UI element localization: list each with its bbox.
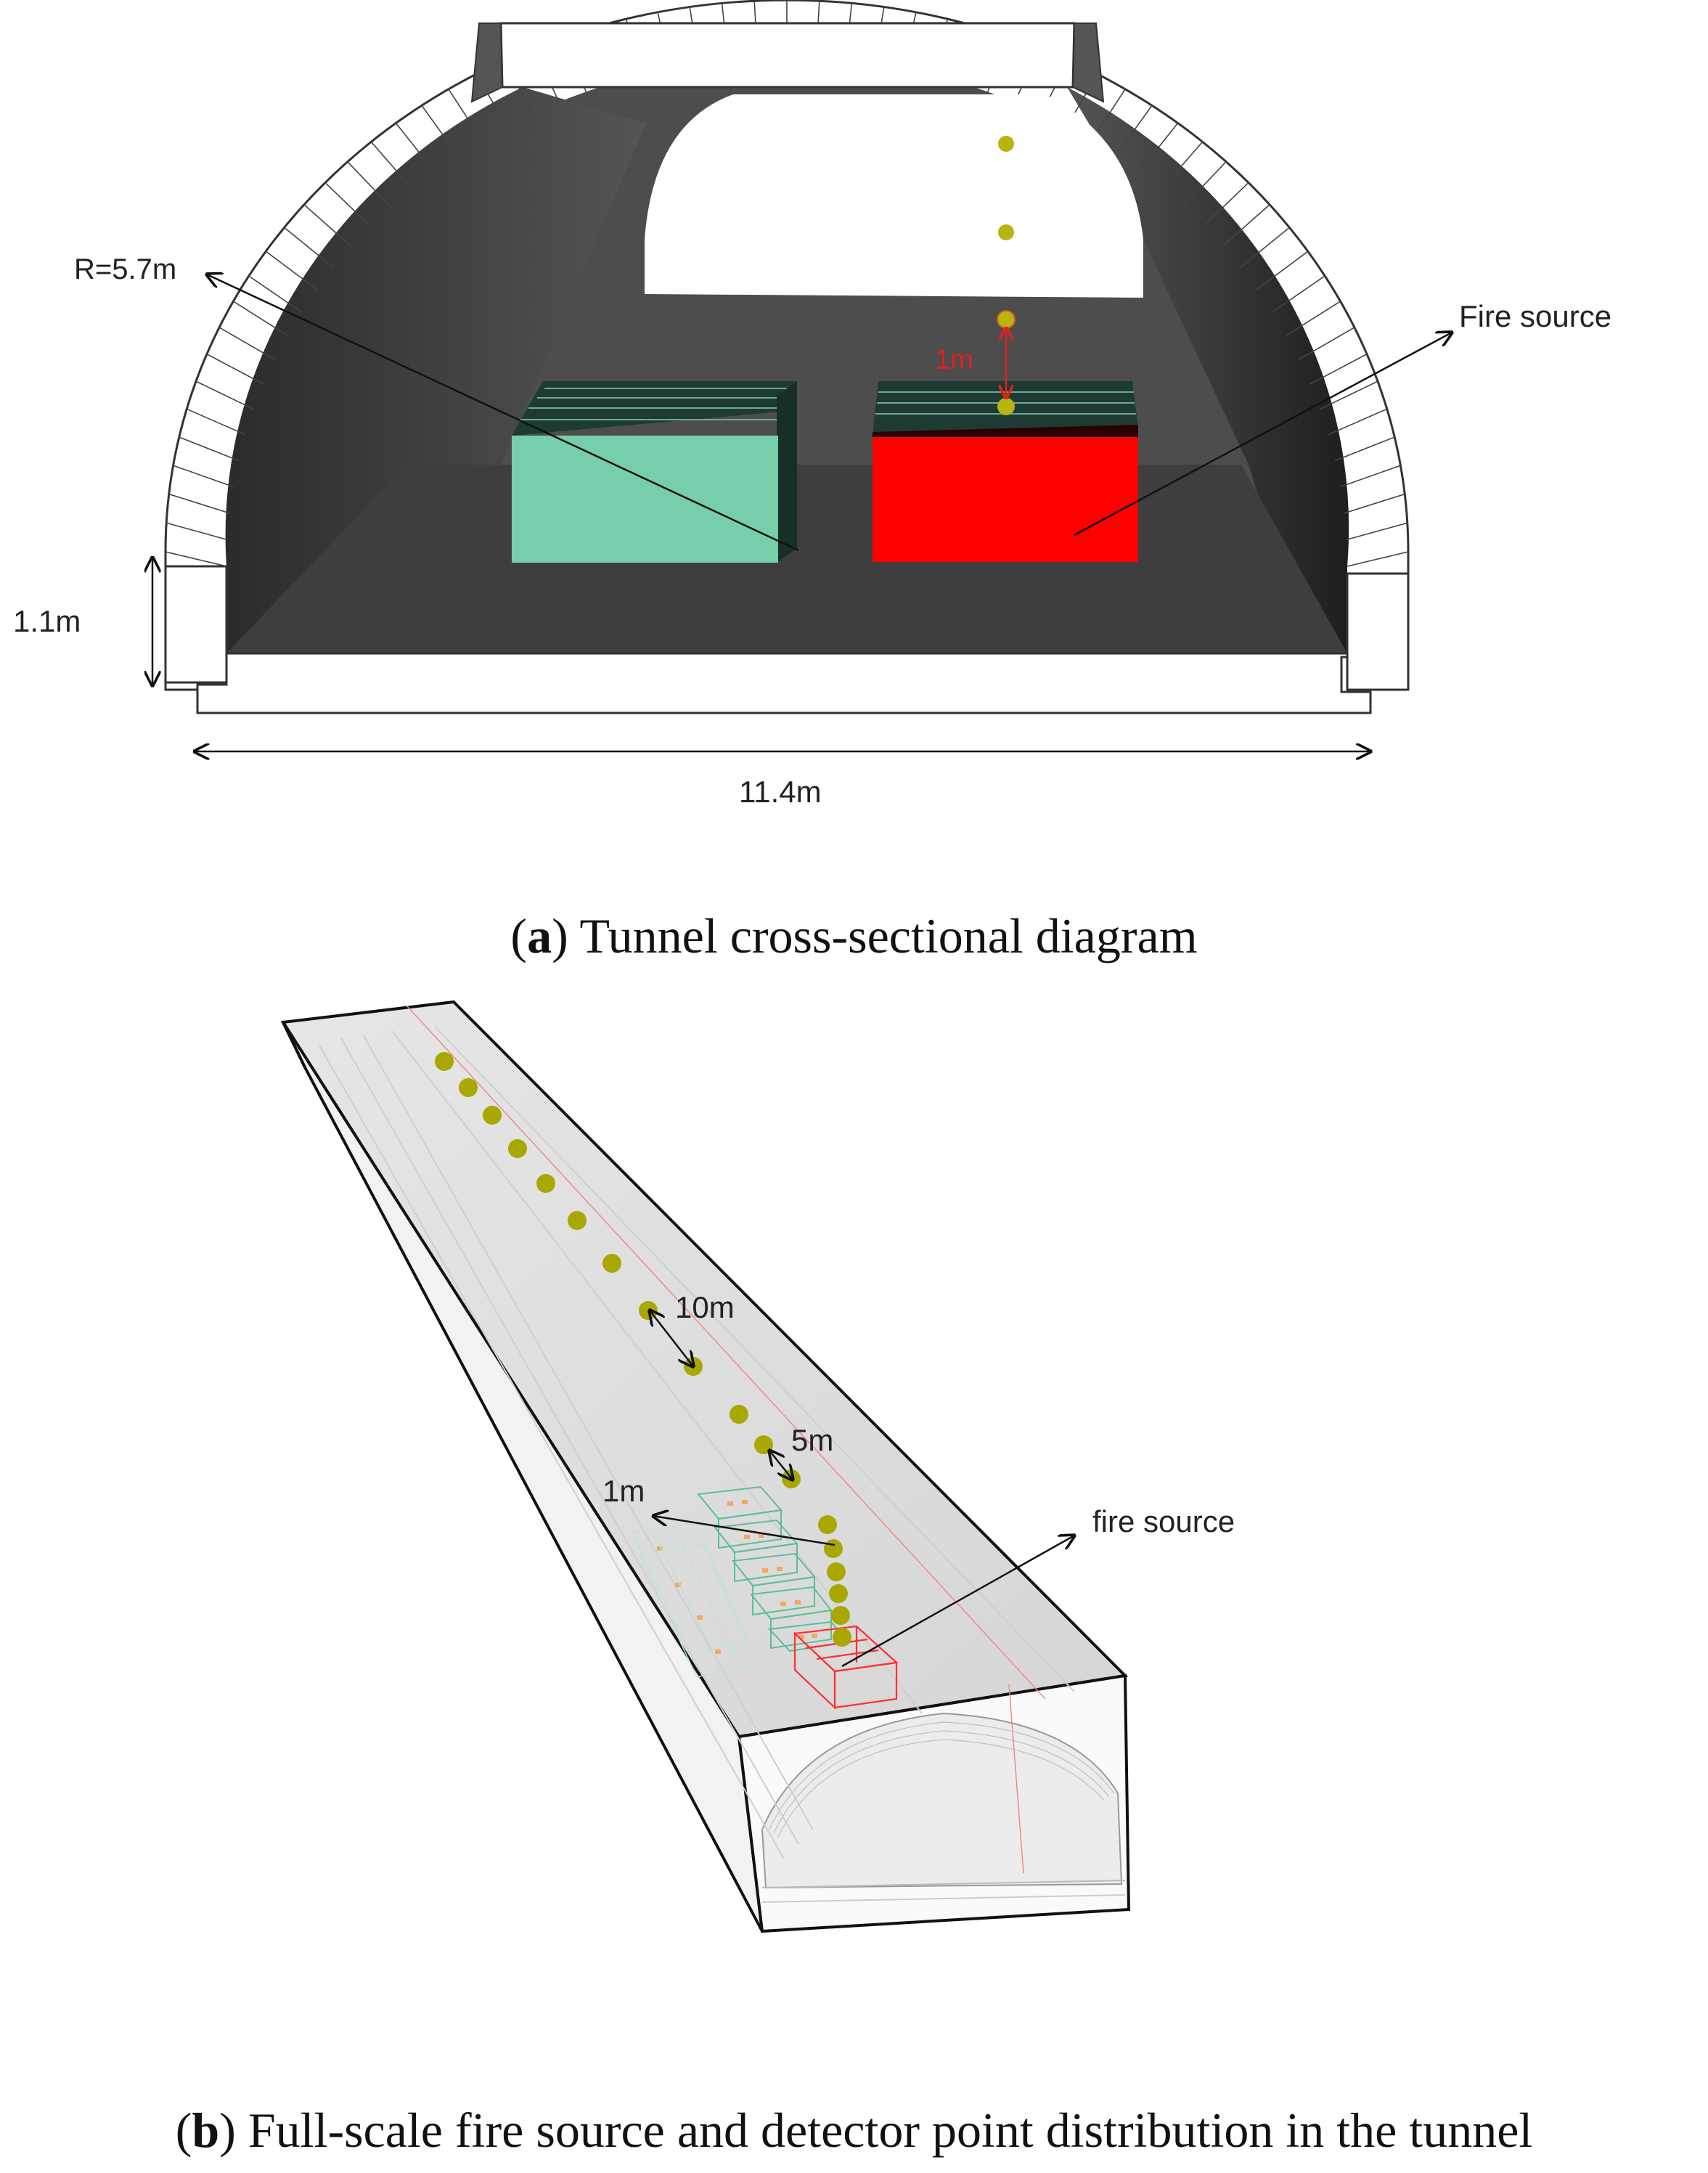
lining-rib — [347, 161, 391, 208]
lining-rib — [1340, 465, 1401, 488]
lining-rib — [283, 227, 334, 269]
detector-point — [568, 1211, 587, 1230]
fire-source-leader-3d — [841, 1536, 1074, 1668]
base-slab — [196, 652, 1372, 714]
tunnel-left-wall — [225, 87, 646, 653]
lining-rib — [1240, 227, 1291, 269]
caption-b-letter: b — [192, 2103, 220, 2158]
lining-rib — [1334, 436, 1395, 462]
lining-rib — [1091, 89, 1126, 141]
lining-rib — [173, 465, 234, 488]
cargo-points — [657, 1500, 817, 1654]
tunnel-far-opening — [645, 94, 1143, 298]
detector-point — [831, 1606, 850, 1625]
detector-point — [829, 1584, 848, 1603]
fire-source-label-3d: fire source — [1092, 1504, 1235, 1538]
lining-rib — [1298, 327, 1355, 360]
lining-rib — [195, 380, 255, 410]
lining-rib — [1116, 105, 1153, 156]
detector-point — [602, 1254, 621, 1273]
lining-rib — [1222, 204, 1270, 248]
lining-rib — [165, 551, 227, 567]
fire-source-leader-line — [1074, 333, 1452, 537]
fire-source-wireframe — [793, 1625, 899, 1710]
top-slab — [499, 22, 1076, 89]
spacing-label-5m: 5m — [791, 1423, 833, 1457]
spacing-arrow-5m — [769, 1451, 793, 1480]
lining-rib — [1272, 275, 1325, 313]
detector-point — [997, 310, 1016, 329]
tunnel-right-wall — [1067, 87, 1349, 653]
detector-point — [827, 1562, 846, 1581]
spacing-label-10m: 10m — [675, 1290, 735, 1324]
lining-rib — [1182, 161, 1227, 208]
width-label: 11.4m — [739, 775, 822, 809]
lining-rib — [168, 493, 230, 514]
cargo-box — [512, 381, 797, 563]
detector-point — [508, 1139, 527, 1158]
spacing-label-1m-3d: 1m — [602, 1474, 645, 1508]
lining-rib — [166, 522, 228, 541]
height-label: 1.1m — [13, 604, 81, 638]
lining-rib — [324, 182, 371, 227]
tunnel-end-arch — [761, 1712, 1123, 1889]
detector-point — [459, 1078, 478, 1097]
tunnel-3d-diagram: 10m 5m 1m fire source — [280, 1000, 1235, 1933]
lining-rib — [1256, 250, 1309, 290]
lining-rib — [1347, 551, 1409, 567]
lining-rib — [186, 408, 246, 436]
lining-rib — [1328, 408, 1388, 436]
radius-leader-line — [207, 274, 799, 552]
caption-b-text: Full-scale fire source and detector poin… — [248, 2103, 1533, 2158]
lining-rib — [421, 105, 458, 156]
detector-point — [998, 136, 1014, 152]
detector-point — [998, 224, 1014, 240]
lining-rib — [370, 141, 413, 189]
detector-point — [824, 1539, 843, 1558]
spacing-label-1m: 1m — [935, 345, 973, 375]
lining-rib — [248, 275, 302, 313]
lining-rib — [179, 436, 240, 462]
caption-a-letter: a — [527, 908, 552, 963]
detector-point — [483, 1106, 502, 1125]
cross-section-diagram: 1m R=5.7m Fire source 1.1m 11.4m — [13, 0, 1611, 809]
lining-rib — [1161, 141, 1204, 189]
lining-rib — [1203, 182, 1249, 227]
lining-rib — [1319, 380, 1378, 410]
radius-label: R=5.7m — [74, 253, 176, 285]
caption-a-text: Tunnel cross-sectional diagram — [579, 908, 1198, 963]
detector-point — [818, 1515, 837, 1534]
spacing-arrow-10m — [650, 1310, 693, 1366]
panel-b-tunnel-3d: 10m 5m 1m fire source — [0, 987, 1708, 2040]
lining-rib — [232, 301, 288, 336]
detector-point — [997, 398, 1015, 415]
lining-rib — [1346, 522, 1408, 541]
lining-rib — [265, 250, 318, 290]
caption-a: (a) Tunnel cross-sectional diagram — [510, 908, 1198, 963]
lining-rib — [206, 353, 264, 385]
cargo-wireframes — [697, 1485, 849, 1652]
lining-rib — [1139, 122, 1179, 172]
tunnel-detectors — [435, 1052, 851, 1647]
fire-source-label: Fire source — [1459, 299, 1611, 333]
lining-rib — [218, 327, 276, 360]
lining-rib — [448, 89, 483, 141]
lining-rib — [1344, 493, 1405, 514]
detector-point — [536, 1174, 555, 1193]
panel-a-cross-section: 1m R=5.7m Fire source 1.1m 11.4m — [0, 0, 1708, 900]
lining-rib — [1309, 353, 1368, 385]
spacing-arrow-1m-3d — [653, 1516, 835, 1546]
detector-point — [435, 1052, 454, 1071]
lining-rib — [303, 204, 352, 248]
faint-cargo-grid — [630, 1522, 756, 1678]
detector-point — [833, 1628, 851, 1647]
lining-rib — [395, 122, 435, 172]
tunnel-top-face — [280, 1000, 1129, 1739]
lining-rib — [1286, 301, 1341, 336]
detector-point — [730, 1405, 748, 1424]
caption-b: (b) Full-scale fire source and detector … — [175, 2103, 1533, 2158]
